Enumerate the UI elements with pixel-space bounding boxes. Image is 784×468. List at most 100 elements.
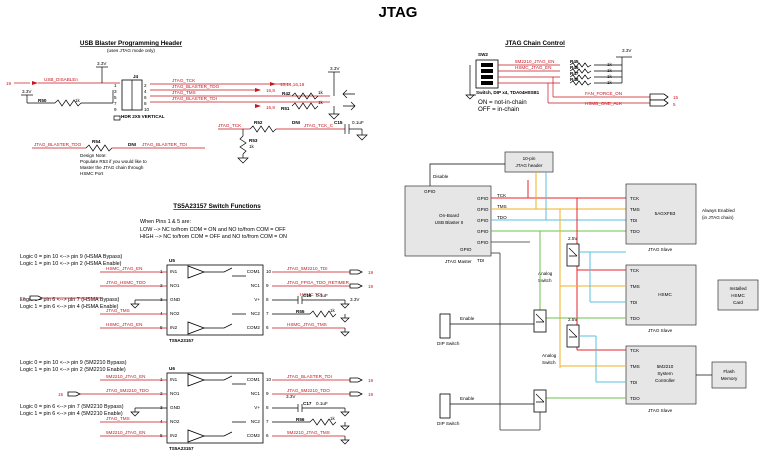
usb-blaster-header-section: USB Blaster Programming Header (uses JTA…	[6, 40, 368, 176]
chain-legend-off: OFF = in-chain	[478, 106, 520, 113]
net-u5-com2: HSMC_JTAG_TMS	[287, 322, 327, 327]
c16-ref: C16	[303, 293, 312, 298]
slave1-pin-tck: TCK	[630, 196, 640, 201]
j4-pin-l5: 5	[114, 95, 117, 100]
big-arrow-b	[343, 101, 356, 111]
analog2-label-0: Analog	[542, 353, 557, 358]
u6-num-9: 9	[266, 391, 269, 396]
u6-pin-gnd: GND	[170, 405, 181, 410]
net-u6-in2: 5M2210_JTAG_EN	[106, 430, 146, 435]
analog-mux-2-sym	[535, 393, 545, 403]
slave1-label: JTAG Slave	[648, 247, 673, 252]
block-slave-5m2210	[625, 345, 697, 405]
u5-ref-r1: 19	[368, 270, 374, 275]
r47-ref: R47	[570, 71, 579, 76]
u5-ground-sym	[130, 300, 140, 309]
slave2-name: HSMC	[658, 292, 672, 297]
net-u5-hsmc-tdi: HSMC TDI	[300, 292, 322, 297]
c15-ref: C15	[334, 120, 343, 125]
resistor-r52	[249, 125, 277, 133]
u5-switch-2	[204, 313, 246, 329]
r48-val: 1k	[607, 80, 613, 85]
r54-dni: DNI	[128, 142, 136, 147]
page-ref-tck: 13,14,16,19	[280, 82, 305, 87]
net-u6-com2: 5M2210_JTAG_TMS	[287, 430, 330, 435]
dip2-label: DIP Switch	[437, 421, 460, 426]
u5-ref-r2: 19	[368, 284, 374, 289]
slave2-pin-tdo: TDO	[630, 316, 640, 321]
block-analog-switch-1	[566, 243, 580, 267]
r56-val: 1k	[330, 416, 336, 421]
r52-dni: DNI	[292, 120, 300, 125]
sw2-ref: SW2	[478, 52, 488, 57]
slave1-note-0: Always Enabled	[702, 208, 735, 213]
u6-pin-com2: COM2	[247, 433, 261, 438]
sig-label-tdi: TDI	[477, 258, 484, 263]
block-slave-5agx	[625, 183, 697, 245]
u6-logic-0: Logic 0 = pin 10 <--> pin 9 (5M2210 Bypa…	[20, 360, 127, 366]
master-gpio-5: GPIO	[477, 240, 489, 245]
sw2-pos-2	[481, 69, 493, 73]
u6-offpage-left	[67, 391, 81, 397]
net-tck-c: JTAG_TCK_C	[304, 123, 334, 128]
r55-ref: R55	[296, 309, 305, 314]
sw2-ground	[465, 94, 475, 100]
resistor-r50	[54, 99, 82, 107]
u6-logic-1: Logic 1 = pin 10 <--> pin 2 (5M2210 Enab…	[20, 367, 126, 373]
r51-ref: R51	[281, 106, 290, 111]
r45-ref: R45	[570, 59, 579, 64]
u5-logic-0: Logic 0 = pin 10 <--> pin 9 (HSMA Bypass…	[20, 254, 123, 260]
master-gpio-4: GPIO	[477, 229, 489, 234]
analog-switch-2-sym	[568, 328, 578, 338]
hsmc-card-2: Card	[733, 300, 743, 305]
disable-label: Disable	[433, 174, 449, 179]
slave3-pin-tms: TMS	[630, 364, 640, 369]
slave1-pin-tdo: TDO	[630, 229, 640, 234]
r54-ref: R54	[92, 139, 101, 144]
resistor-r47	[569, 74, 592, 80]
design-note-2: Master the JTAG chain through	[80, 165, 144, 170]
u6-switch-2	[204, 421, 246, 437]
block-flash-memory	[711, 361, 747, 389]
jtag-chain-control-section: JTAG Chain Control SW2 Switch, DIP x4, T…	[465, 40, 679, 113]
u5-buffer-2	[187, 321, 206, 335]
u5-logic-1: Logic 1 = pin 10 <--> pin 2 (HSMA Enable…	[20, 261, 122, 267]
ground-c15	[356, 129, 368, 141]
net-u5-in2: HSMC_JTAG_EN	[106, 322, 142, 327]
u6-num-1: 1	[160, 377, 163, 382]
master-title-1: USB Blaster II	[435, 220, 464, 225]
sig-label-tms: TMS	[497, 204, 507, 209]
u6-pin-nc1: NC1	[251, 391, 261, 396]
slave3-pin-tdi: TDI	[630, 380, 637, 385]
design-note-3: HSMC Port	[80, 171, 104, 176]
net-usb-disable: USB_DISABLEn	[44, 77, 78, 82]
analog1-label-1: Switch	[538, 278, 552, 283]
c16-val: 0.1uF	[316, 293, 328, 298]
u5-pin-gnd: GND	[170, 297, 181, 302]
flash-label-1: Memory	[721, 376, 738, 381]
u5-pin-no1: NO1	[170, 283, 180, 288]
chain-control-title: JTAG Chain Control	[505, 40, 565, 47]
analog1-label-0: Analog	[538, 271, 553, 276]
u6-ref-left: 15	[58, 392, 64, 397]
u5-num-6: 6	[266, 325, 269, 330]
ground-r53	[237, 154, 249, 164]
net-u5-in1: HSMC_JTAG_EN	[106, 266, 142, 271]
slave1-name: 5AGXFB3	[655, 211, 676, 216]
resistor-r55	[309, 310, 337, 318]
u5-logic-2: Logic 0 = pin 6 <--> pin 7 (HSMA Bypass)	[20, 297, 120, 303]
big-arrow-a	[342, 89, 355, 99]
u6-logic-3: Logic 1 = pin 6 <--> pin 4 (5M2210 Enabl…	[20, 411, 123, 417]
master-gpio-top: GPIO	[424, 189, 436, 194]
slave3-pin-tdo: TDO	[630, 396, 640, 401]
u6-num-4: 4	[160, 419, 163, 424]
u5-pin-nc1: NC1	[251, 283, 261, 288]
offpage-arrow-15	[649, 93, 669, 101]
slave2-pin-tdi: TDI	[630, 300, 637, 305]
r52-ref: R52	[254, 120, 263, 125]
slave3-pin-tck: TCK	[630, 348, 640, 353]
usb-header-subtitle: (uses JTAG mode only)	[107, 48, 155, 53]
resistor-r46	[569, 68, 592, 74]
switch-functions-section: TS5A23157 Switch Functions When Pins 1 &…	[20, 203, 374, 451]
u5-pin-nc2: NC2	[251, 311, 261, 316]
